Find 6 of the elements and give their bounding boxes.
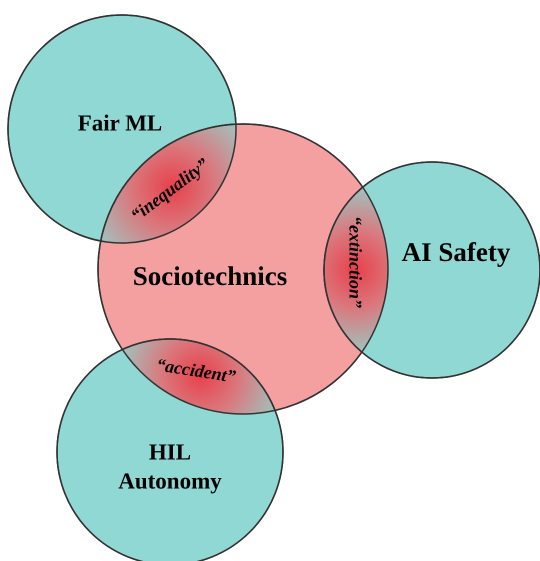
- node-label: Fair ML: [76, 110, 164, 138]
- overlap-label: “accident”: [154, 354, 238, 388]
- node-label: HIL Autonomy: [117, 438, 223, 496]
- node-label: Sociotechnics: [132, 260, 288, 294]
- overlap-label: “extinction”: [344, 216, 366, 308]
- node-label: AI Safety: [400, 236, 512, 270]
